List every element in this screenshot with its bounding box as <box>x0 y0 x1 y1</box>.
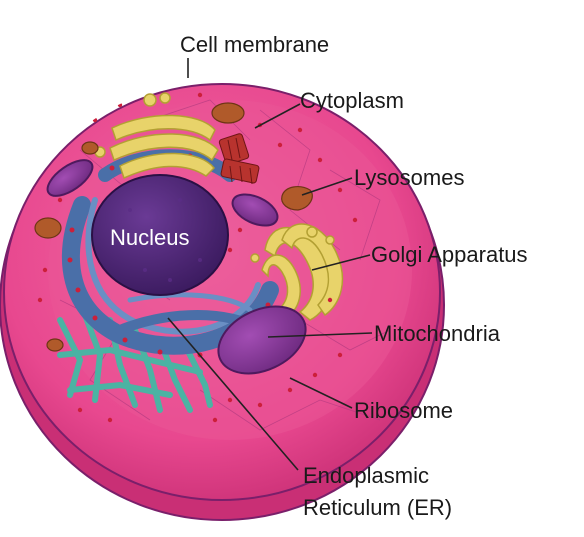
leader-er <box>167 317 299 471</box>
ribosome-label: Ribosome <box>354 398 453 423</box>
cytoskeleton-network <box>59 99 391 431</box>
golgi-label: Golgi Apparatus <box>371 242 528 267</box>
lysosomes <box>34 102 313 352</box>
leader-golgi <box>311 254 371 271</box>
lysosomes-label: Lysosomes <box>354 165 464 190</box>
leader-lines <box>167 58 373 471</box>
leader-cytoplasm <box>254 103 301 129</box>
cell-membrane-label: Cell membrane <box>180 32 329 57</box>
mitochondria <box>46 159 307 375</box>
leader-mitochondria <box>267 332 373 338</box>
er-label-line2: Reticulum (ER) <box>303 495 452 520</box>
cytoplasm-label: Cytoplasm <box>300 88 404 113</box>
ribosomes <box>37 80 358 423</box>
golgi-apparatus <box>250 223 344 321</box>
centrioles <box>218 133 260 185</box>
er-label-line1: Endoplasmic <box>303 463 429 488</box>
golgi-top <box>94 92 219 180</box>
nucleus <box>91 174 229 296</box>
leader-ribosome <box>289 377 353 409</box>
nucleus-label: Nucleus <box>110 225 189 250</box>
leader-lysosomes <box>301 177 353 196</box>
mitochondria-label: Mitochondria <box>374 321 501 346</box>
